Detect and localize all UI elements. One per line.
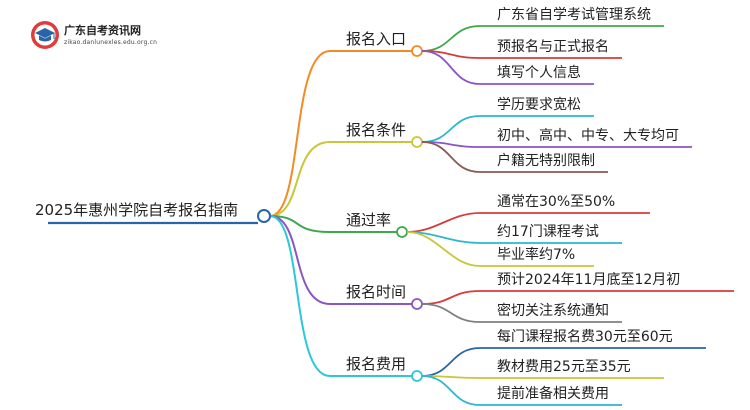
branch-node-1 — [411, 136, 423, 148]
branch-connector-3 — [269, 215, 331, 305]
leaf-label-3-1: 密切关注系统通知 — [497, 303, 609, 319]
branch-label-4: 报名费用 — [346, 355, 407, 373]
leaf-connector-4-2 — [421, 375, 481, 406]
branch-connector-1 — [269, 141, 331, 217]
branch-label-2: 通过率 — [346, 211, 392, 229]
leaf-label-4-2: 提前准备相关费用 — [497, 386, 609, 402]
branch-connector-2 — [269, 215, 331, 233]
leaf-label-4-0: 每门课程报名费30元至60元 — [497, 329, 673, 345]
leaf-label-2-0: 通常在30%至50% — [497, 194, 616, 210]
leaf-label-0-1: 预报名与正式报名 — [497, 39, 609, 55]
leaf-label-0-0: 广东省自学考试管理系统 — [497, 7, 651, 23]
branch-label-1: 报名条件 — [346, 121, 407, 139]
branch-connector-0 — [269, 50, 331, 217]
branch-node-2 — [396, 226, 408, 238]
logo-url: zikao.danlunexles.edu.org.cn — [64, 39, 158, 46]
branch-node-3 — [411, 298, 423, 310]
branch-connector-4 — [269, 215, 331, 377]
leaf-connector-3-0 — [421, 290, 481, 305]
leaf-label-0-2: 填写个人信息 — [497, 65, 581, 81]
site-logo[interactable]: 广东自考资讯网 zikao.danlunexles.edu.org.cn — [30, 20, 180, 56]
leaf-label-1-0: 学历要求宽松 — [497, 97, 581, 113]
leaf-label-3-0: 预计2024年11月底至12月初 — [497, 272, 681, 288]
leaf-label-4-1: 教材费用25元至35元 — [497, 359, 631, 375]
branch-label-0: 报名入口 — [346, 30, 407, 48]
leaf-connector-0-0 — [421, 25, 481, 52]
leaf-connector-2-0 — [406, 212, 481, 233]
leaf-connector-0-2 — [421, 50, 481, 85]
leaf-connector-3-1 — [421, 303, 481, 323]
leaf-label-2-1: 约17门课程考试 — [497, 224, 599, 240]
branch-node-4 — [411, 370, 423, 382]
branch-label-3: 报名时间 — [346, 283, 407, 301]
root-topic-label: 2025年惠州学院自考报名指南 — [35, 201, 239, 219]
branch-node-0 — [411, 45, 423, 57]
logo-name: 广东自考资讯网 — [64, 24, 141, 37]
leaf-label-2-2: 毕业率约7% — [497, 247, 576, 263]
leaf-connector-1-2 — [421, 141, 481, 173]
leaf-connector-4-0 — [421, 347, 481, 377]
leaf-connector-2-2 — [406, 231, 481, 267]
leaf-label-1-1: 初中、高中、中专、大专均可 — [497, 128, 679, 144]
leaf-label-1-2: 户籍无特别限制 — [497, 153, 595, 169]
graduation-cap-icon — [31, 21, 59, 49]
leaf-connector-1-0 — [421, 115, 481, 143]
root-node — [257, 209, 271, 223]
